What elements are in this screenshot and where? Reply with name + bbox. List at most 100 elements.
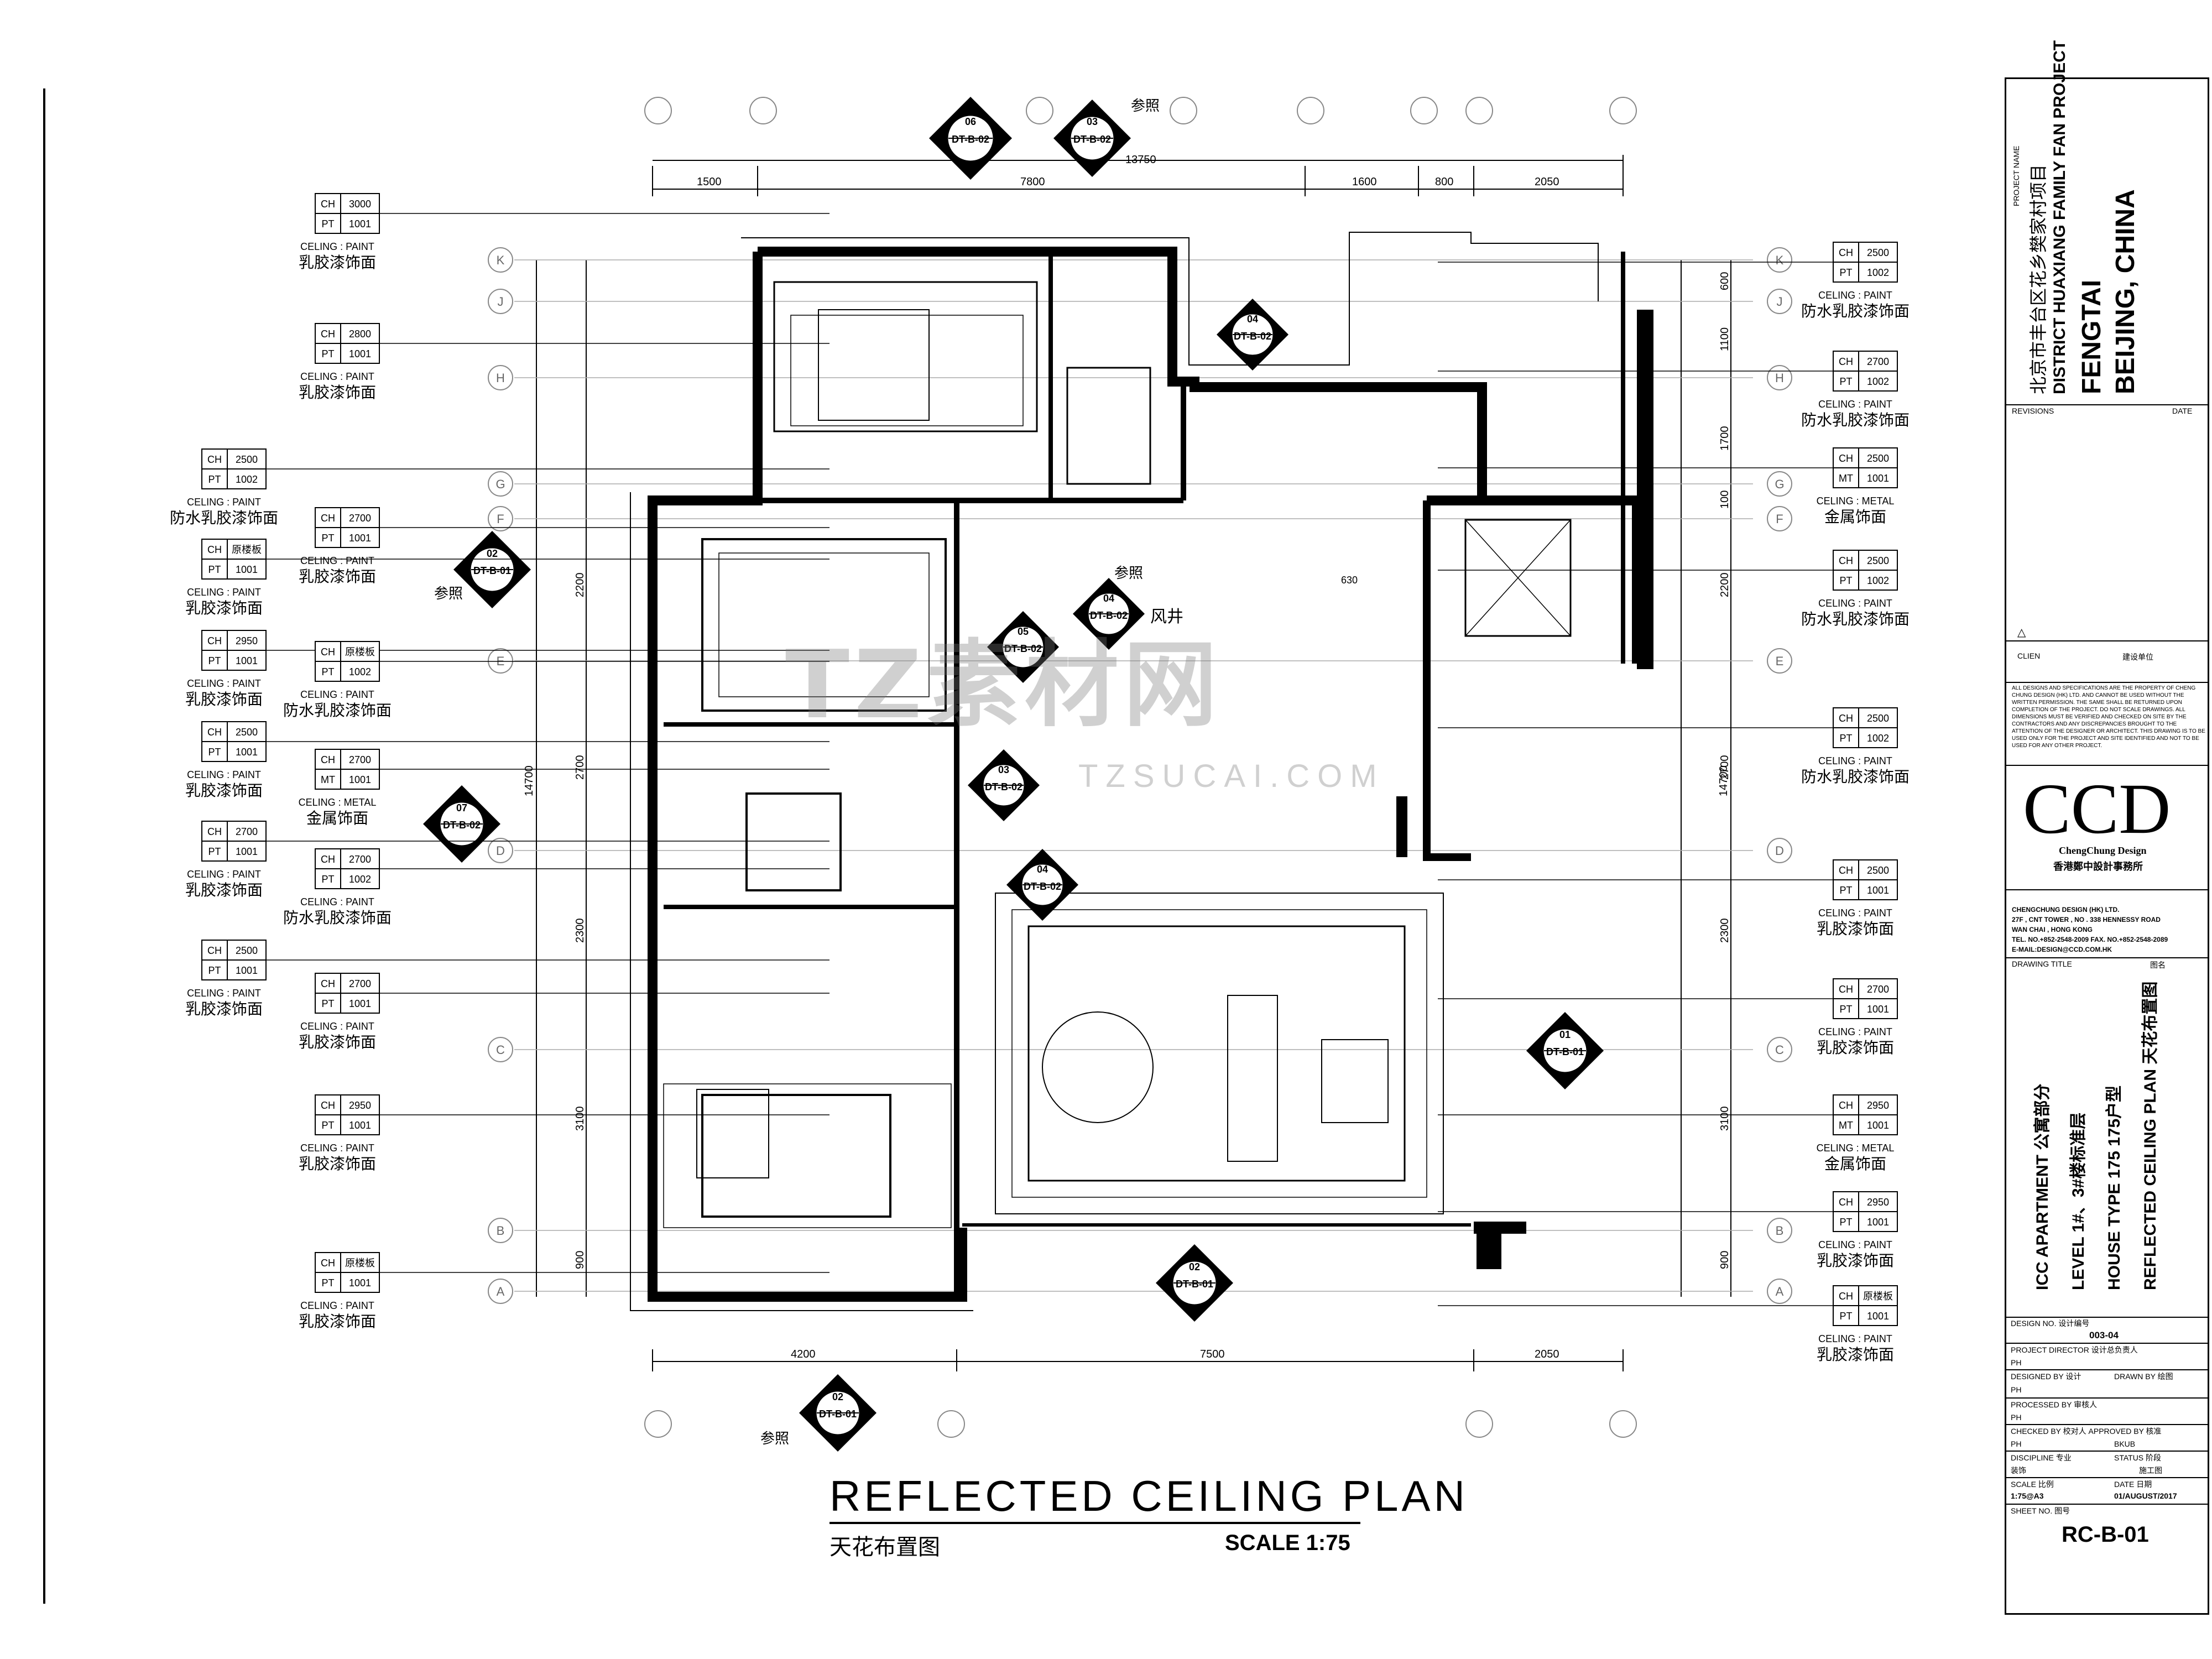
sm6-ref: DT-B-02 [985, 781, 1022, 792]
left-dim-0: 2200 [574, 573, 586, 598]
tag-ch-value: 2950 [236, 635, 258, 646]
tag-finish-cn: 乳胶漆饰面 [299, 567, 376, 586]
tag-pt-code: PT [1839, 733, 1852, 744]
location-beijing: BEIJING, CHINA [2111, 189, 2140, 394]
sm3-ref: DT-B-01 [473, 565, 511, 576]
right-dim-1: 1100 [1719, 327, 1731, 351]
tag-pt-value: 1001 [349, 533, 371, 544]
tag-finish-cn: 防水乳胶漆饰面 [1801, 768, 1910, 786]
tag-finish-cn: 乳胶漆饰面 [1817, 1345, 1894, 1364]
drawing-title-line-3: HOUSE TYPE 175 175户型 [2105, 1085, 2124, 1290]
tag-pt-code: PT [208, 965, 221, 976]
tag-ch-value: 3000 [349, 199, 371, 210]
tag-ch-value: 2500 [1867, 453, 1889, 464]
row-label-d-r: D [1775, 844, 1784, 858]
tag-ch-label: CH [321, 513, 335, 524]
tag-pt-code: PT [321, 1120, 334, 1131]
tag-finish-cn: 防水乳胶漆饰面 [1801, 302, 1910, 320]
top-dim-0: 1500 [697, 176, 722, 188]
design-no-label: DESIGN NO. 设计编号 [2011, 1319, 2090, 1328]
sm11-ref: DT-B-01 [819, 1408, 857, 1420]
drawing-title-line-2: LEVEL 1#、3#楼标准层 [2069, 1112, 2088, 1290]
drawing-title-cn: 图名 [2150, 961, 2166, 969]
tag-ch-value: 2800 [349, 328, 371, 340]
row-label-h: H [496, 371, 505, 385]
tag-finish-cn: 金属饰面 [1824, 508, 1886, 526]
sm2-id: 04 [1247, 314, 1258, 325]
revisions-label: REVISIONS [2012, 406, 2054, 415]
row-label-e-r: E [1776, 654, 1784, 668]
tag-finish-cn: 防水乳胶漆饰面 [283, 909, 392, 927]
tag-ch-label: CH [207, 945, 222, 956]
tag-ch-value: 2700 [236, 826, 258, 837]
row-label-b: B [497, 1224, 505, 1238]
tag-material: CELING : PAINT [187, 678, 261, 689]
tag-pt-code: PT [208, 655, 221, 666]
tag-material: CELING : PAINT [1818, 290, 1892, 301]
drawing-title-line-4: REFLECTED CEILING PLAN 天花布置图 [2141, 981, 2159, 1290]
tag-ch-value: 2700 [349, 754, 371, 765]
tag-pt-value: 1002 [1867, 376, 1889, 387]
sm3-note: 参照 [434, 586, 463, 602]
client-label: CLIEN [2017, 651, 2041, 660]
sm8-ref: DT-B-02 [1024, 881, 1061, 892]
tag-pt-value: 1001 [1867, 885, 1889, 896]
right-dim-7: 3100 [1719, 1107, 1731, 1131]
drawing-title-line-1: ICC APARTMENT 公寓部分 [2033, 1083, 2052, 1290]
bottom-dim-0: 4200 [791, 1348, 816, 1360]
sm11-id: 02 [832, 1391, 843, 1402]
tag-material: CELING : METAL [1817, 1142, 1895, 1154]
tag-finish-cn: 防水乳胶漆饰面 [1801, 411, 1910, 429]
row-label-a-r: A [1776, 1285, 1784, 1298]
tag-pt-value: 1002 [1867, 575, 1889, 586]
project-name-cn: 北京市丰台区花乡樊家村项目 [2028, 164, 2049, 394]
tag-finish-cn: 乳胶漆饰面 [299, 253, 376, 272]
tag-finish-cn: 乳胶漆饰面 [1817, 920, 1894, 938]
left-dim-1: 2700 [574, 755, 586, 780]
tag-material: CELING : PAINT [1818, 399, 1892, 410]
tag-material: CELING : PAINT [187, 988, 261, 999]
tag-material: CELING : METAL [1817, 495, 1895, 507]
tag-pt-code: PT [321, 874, 334, 885]
tag-ch-value: 2500 [1867, 865, 1889, 876]
plan-title-rule [830, 1522, 1360, 1524]
right-dim-0: 600 [1719, 272, 1731, 290]
tag-material: CELING : PAINT [300, 1300, 374, 1311]
tag-pt-value: 1001 [236, 965, 258, 976]
tag-ch-label: CH [207, 635, 222, 646]
tag-ch-label: CH [1839, 453, 1853, 464]
date-label-top: DATE [2172, 406, 2193, 415]
sm10-ref: DT-B-01 [1176, 1279, 1213, 1290]
row-label-c-r: C [1775, 1043, 1784, 1057]
tag-ch-value: 2500 [1867, 713, 1889, 724]
grid-bubbles-top [644, 97, 1637, 1438]
tag-pt-value: 1001 [236, 747, 258, 758]
tag-pt-code: PT [208, 564, 221, 575]
processed-by-label: PROCESSED BY 审核人 [2011, 1400, 2098, 1409]
tag-ch-label: CH [321, 854, 335, 865]
section-marks [423, 97, 1604, 1452]
firm-address-1: 27F , CNT TOWER , NO . 338 HENNESSY ROAD [2012, 916, 2161, 924]
sm5-ref: DT-B-02 [1090, 610, 1128, 621]
tag-material: CELING : METAL [299, 797, 377, 808]
tag-material: CELING : PAINT [1818, 1333, 1892, 1344]
left-dim-total: 14700 [523, 765, 535, 796]
watermark: TZ素材网 [785, 630, 1222, 740]
tag-ch-value: 2950 [349, 1100, 371, 1111]
row-label-c: C [496, 1043, 505, 1057]
tag-pt-code: PT [1839, 1217, 1852, 1228]
sm8-id: 04 [1037, 864, 1048, 875]
row-label-h-r: H [1775, 371, 1784, 385]
tag-pt-value: 1002 [236, 474, 258, 485]
designed-by: PH [2011, 1385, 2022, 1394]
sm1-note: 参照 [1131, 98, 1160, 114]
tag-pt-code: PT [1839, 1311, 1852, 1322]
tag-material: CELING : PAINT [1818, 1026, 1892, 1037]
tag-finish-cn: 防水乳胶漆饰面 [170, 509, 278, 527]
title-block: PROJECT NAME 北京市丰台区花乡樊家村项目 DISTRICT HUAX… [2005, 40, 2209, 1615]
